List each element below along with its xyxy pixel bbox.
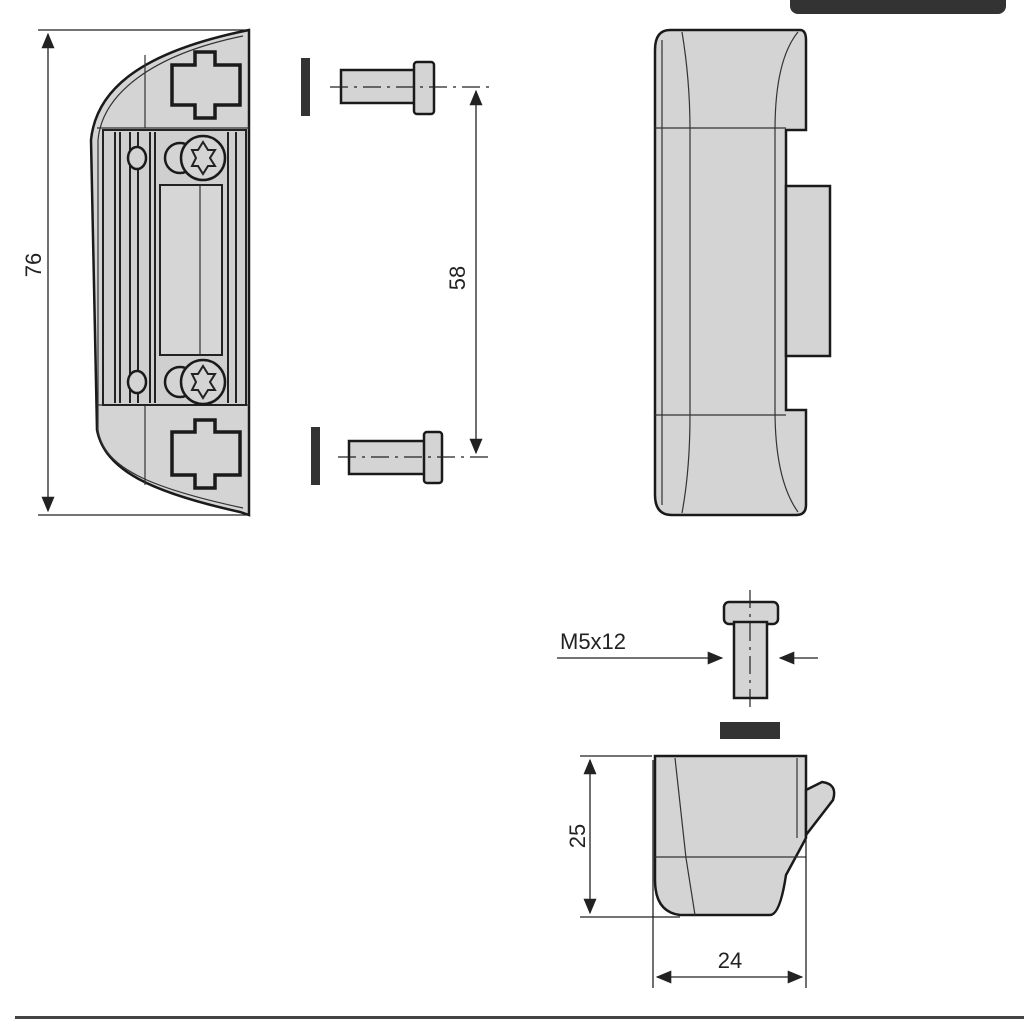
side-view	[653, 28, 832, 517]
front-view: 76	[21, 28, 251, 517]
screw-head-icon	[163, 358, 227, 406]
dimension-25: 25	[565, 824, 590, 848]
dimension-24: 24	[718, 948, 742, 973]
header-bar	[790, 0, 1006, 14]
screw-head-icon	[163, 134, 227, 182]
dimension-m5x12: M5x12	[560, 629, 626, 654]
bottom-detail: M5x12 25 24	[557, 590, 836, 988]
dimension-76: 76	[21, 253, 46, 277]
screws-exploded: 58	[301, 58, 490, 485]
footer-divider	[15, 1016, 1024, 1019]
dimension-58: 58	[445, 266, 470, 290]
